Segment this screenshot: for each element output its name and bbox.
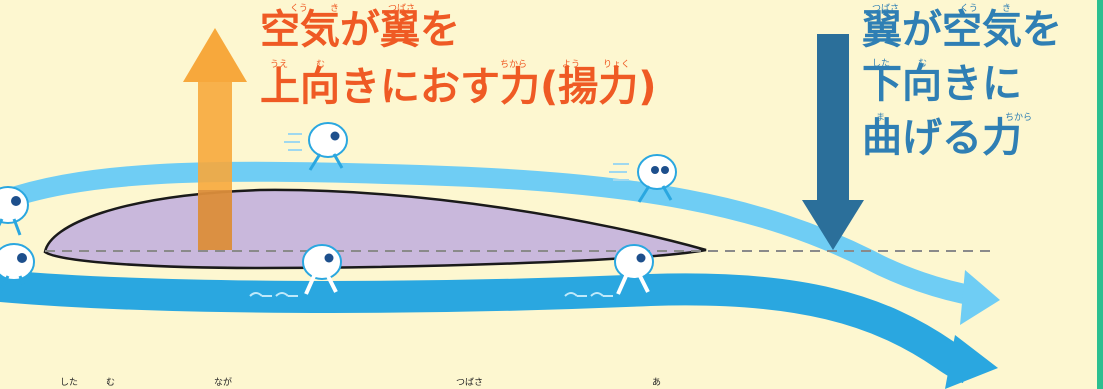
ruby-shita: した [872, 59, 891, 69]
lift-label-line1: 空気が翼を [260, 7, 460, 53]
mascot-lower-left [0, 243, 35, 293]
mascot-upper-right [609, 154, 677, 203]
ruby-ryoku: りょく [603, 60, 631, 70]
ruby-chikara: ちから [500, 60, 528, 70]
right-edge-border [1097, 0, 1103, 389]
bottom-ruby-a: あ [652, 378, 662, 388]
upper-airflow-stream [0, 161, 977, 306]
lift-label-line2: 上向きにおす力(揚力) [260, 64, 657, 110]
wind-puff-icon [249, 292, 613, 297]
mascot-upper-left [0, 186, 29, 236]
ruby-tsubasa: つばさ [388, 4, 416, 14]
ruby-you: よう [562, 60, 581, 70]
ruby-ma: ま [876, 113, 886, 123]
mascot-lower-middle [302, 244, 342, 295]
bottom-ruby-mu: む [106, 378, 116, 388]
deflect-label-line1: 翼が空気を [862, 7, 1062, 53]
ruby-mu-right: む [918, 59, 928, 69]
ruby-kuu-right: くう [960, 4, 978, 14]
mascot-lower-right [614, 244, 654, 295]
downward-arrow-icon [802, 34, 864, 250]
deflect-label-line2: 下向きに [862, 61, 1022, 107]
ruby-ki-right: き [1002, 4, 1012, 14]
upper-stream-arrowhead [960, 270, 1000, 325]
airfoil-wing [43, 188, 707, 270]
ruby-ue: うえ [270, 60, 289, 70]
bottom-ruby-shita: した [60, 378, 79, 388]
lower-stream-arrowhead [945, 335, 998, 389]
ruby-mu: む [316, 60, 326, 70]
ruby-ki: き [330, 4, 340, 14]
ruby-kuu: くう [290, 4, 308, 14]
lift-up-arrow-icon [183, 28, 247, 250]
deflect-label-line3: 曲げる力 [862, 115, 1022, 161]
bottom-ruby-naga: なが [214, 378, 233, 388]
bottom-ruby-tsubasa: つばさ [456, 378, 484, 388]
ruby-chikara-right: ちから [1005, 113, 1033, 123]
lower-airflow-stream [0, 269, 974, 384]
mascot-upper-middle [284, 122, 348, 171]
ruby-tsubasa-right: つばさ [872, 4, 900, 14]
